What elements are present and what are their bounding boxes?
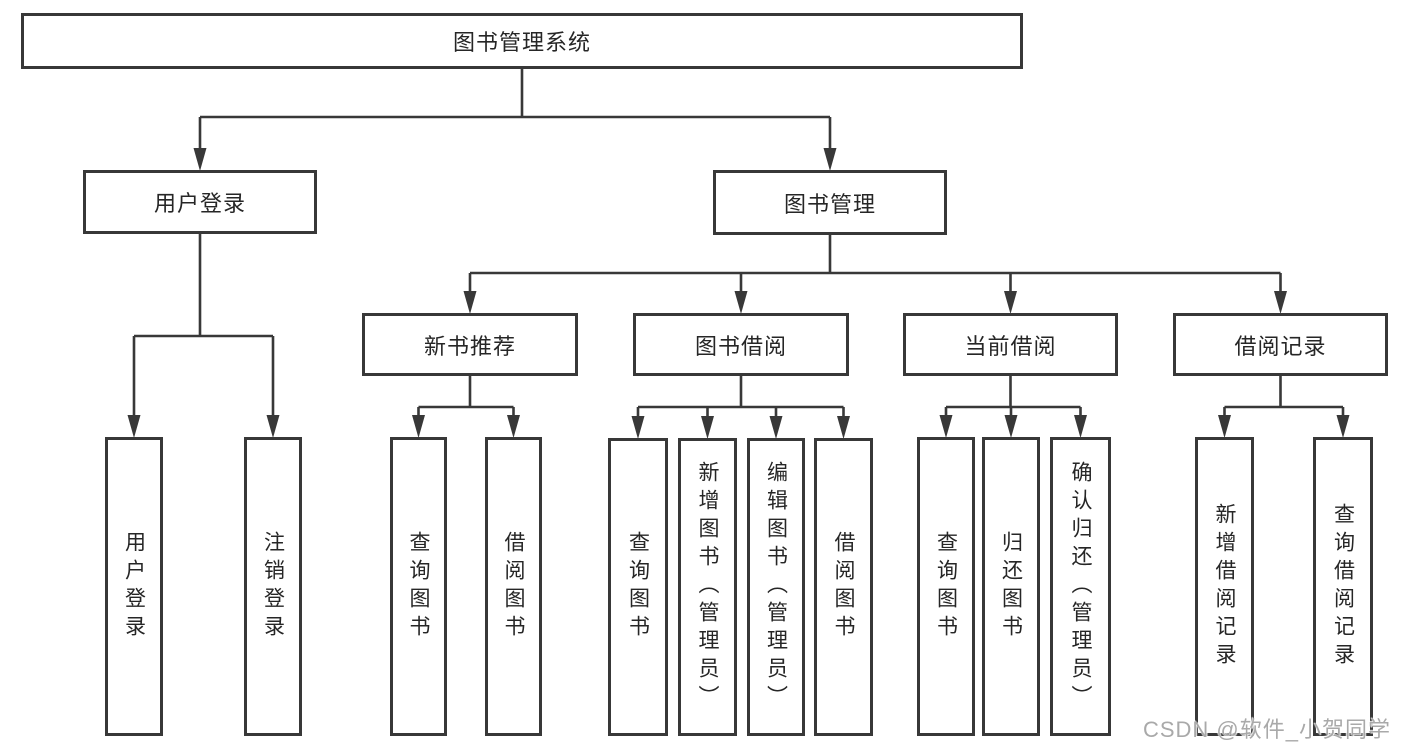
- node-label-cb-confirm-return: 确认归还（管理员）: [1069, 460, 1092, 713]
- node-label-bb-query-books: 查询图书: [626, 531, 650, 643]
- node-label-current-borrowing: 当前借阅: [964, 333, 1057, 359]
- node-label-bb-borrow-books: 借阅图书: [832, 531, 855, 643]
- arrowhead-icon: [939, 415, 953, 438]
- arrowhead-icon: [631, 416, 645, 439]
- node-label-user-login: 用户登录: [153, 191, 246, 216]
- node-br-query-record: 查询借阅记录: [1313, 437, 1373, 736]
- node-nbr-borrow-books: 借阅图书: [485, 437, 542, 736]
- node-bb-borrow-books: 借阅图书: [814, 438, 873, 736]
- node-do-login: 用户登录: [105, 437, 163, 736]
- edge-borrowing-records: [1223, 376, 1345, 418]
- node-label-system-root: 图书管理系统: [452, 30, 591, 55]
- arrowhead-icon: [412, 415, 425, 438]
- node-label-bb-add-books: 新增图书（管理员）: [696, 461, 719, 713]
- node-label-borrowing-records: 借阅记录: [1234, 333, 1327, 359]
- arrowhead-icon: [837, 416, 850, 439]
- arrowhead-icon: [266, 415, 280, 438]
- node-label-nbr-query-books: 查询图书: [407, 530, 430, 643]
- node-user-login: 用户登录: [83, 170, 317, 234]
- node-bb-edit-books: 编辑图书（管理员）: [747, 438, 805, 736]
- node-label-cb-return-books: 归还图书: [999, 530, 1023, 643]
- arrowhead-icon: [823, 148, 837, 171]
- node-br-add-record: 新增借阅记录: [1195, 437, 1254, 736]
- node-borrowing-records: 借阅记录: [1173, 313, 1388, 376]
- arrowhead-icon: [1004, 291, 1017, 314]
- arrowhead-icon: [193, 148, 207, 171]
- node-label-bb-edit-books: 编辑图书（管理员）: [764, 461, 788, 713]
- node-cb-confirm-return: 确认归还（管理员）: [1050, 437, 1111, 736]
- node-bb-add-books: 新增图书（管理员）: [678, 438, 737, 736]
- edge-book-management: [468, 235, 1282, 294]
- watermark: CSDN @软件_小贺同学: [1142, 717, 1391, 742]
- node-label-book-management: 图书管理: [783, 191, 876, 217]
- node-label-logout: 注销登录: [261, 530, 285, 643]
- node-logout: 注销登录: [244, 437, 302, 736]
- node-label-br-query-record: 查询借阅记录: [1331, 502, 1355, 671]
- arrowhead-icon: [127, 415, 141, 438]
- node-system-root: 图书管理系统: [21, 13, 1023, 69]
- arrowhead-icon: [1218, 415, 1231, 438]
- node-label-do-login: 用户登录: [122, 530, 146, 643]
- node-book-borrowing: 图书借阅: [633, 313, 849, 376]
- node-new-book-recommendation: 新书推荐: [362, 313, 578, 376]
- arrowhead-icon: [1004, 415, 1018, 438]
- node-book-management: 图书管理: [713, 170, 947, 235]
- node-bb-query-books: 查询图书: [608, 438, 668, 736]
- node-label-book-borrowing: 图书借阅: [694, 333, 787, 359]
- node-label-nbr-borrow-books: 借阅图书: [502, 530, 525, 643]
- node-cb-query-books: 查询图书: [917, 437, 975, 736]
- arrowhead-icon: [1074, 415, 1087, 438]
- edge-book-borrowing: [636, 376, 845, 419]
- node-cb-return-books: 归还图书: [982, 437, 1040, 736]
- node-label-new-book-recommendation: 新书推荐: [423, 333, 516, 359]
- node-label-br-add-record: 新增借阅记录: [1213, 502, 1236, 671]
- edge-user-login: [132, 234, 275, 418]
- edge-system-root: [198, 69, 832, 151]
- arrowhead-icon: [1336, 415, 1350, 438]
- node-current-borrowing: 当前借阅: [903, 313, 1118, 376]
- node-label-cb-query-books: 查询图书: [934, 530, 958, 643]
- arrowhead-icon: [1274, 291, 1287, 314]
- arrowhead-icon: [769, 416, 783, 439]
- arrowhead-icon: [701, 416, 714, 439]
- arrowhead-icon: [734, 291, 748, 314]
- node-nbr-query-books: 查询图书: [390, 437, 447, 736]
- edge-new-book-recommendation: [417, 376, 515, 418]
- arrowhead-icon: [463, 291, 477, 314]
- edge-current-borrowing: [944, 376, 1082, 418]
- arrowhead-icon: [507, 415, 520, 438]
